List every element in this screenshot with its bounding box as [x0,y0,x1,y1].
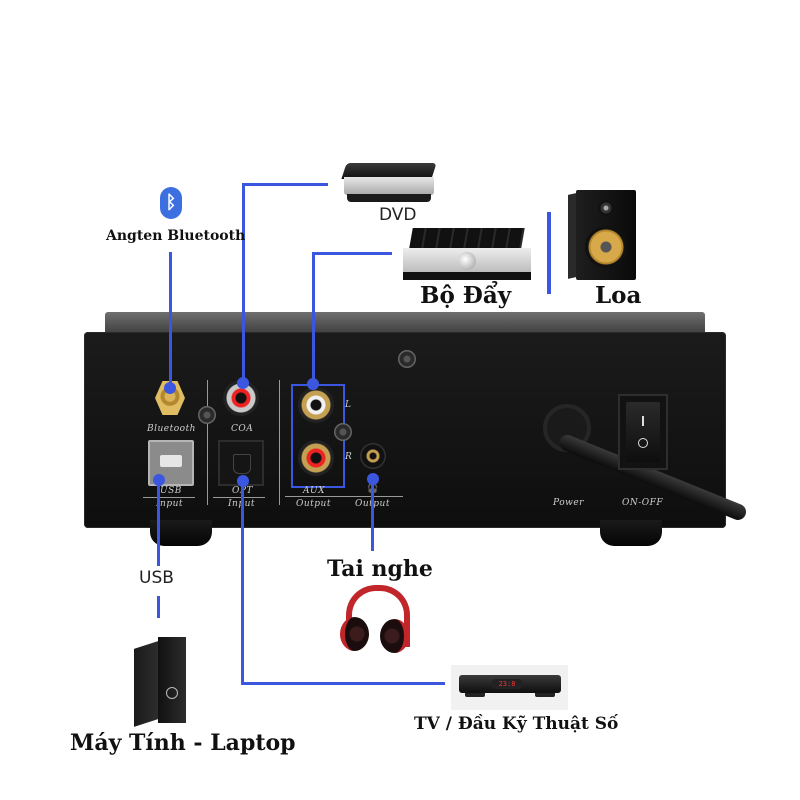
wire-dvd-v [242,183,245,383]
panel-screw [198,406,216,424]
foot-right [600,520,662,546]
power-switch[interactable] [618,394,668,470]
headphones-label: Tai nghe [327,556,433,582]
dvd-player-image [341,163,437,205]
wire-bluetooth [169,252,172,388]
amplifier-label: Bộ Đẩy [420,282,512,309]
wire-usb-lower [157,596,160,618]
aux-label: AUX [303,486,325,496]
foot-left [150,520,212,546]
left-channel-label: L [345,400,352,410]
usb-label: USB [160,486,182,496]
panel-underline [143,497,195,498]
rocker[interactable] [626,402,660,462]
wire-headphone [371,479,374,551]
aux-output-label: Output [296,499,331,509]
panel-underline [213,497,265,498]
bluetooth-icon: ᛒ [160,187,182,219]
panel-screw [334,423,352,441]
aux-left-jack[interactable] [298,387,334,423]
wire-opt-v [241,481,244,685]
wire-amp-h [312,252,392,255]
top-screw [398,350,416,368]
tv-receiver-image: 23:8 [451,665,568,710]
dvd-label: DVD [379,205,417,225]
bluetooth-panel-label: Bluetooth [147,424,196,434]
on-off-label: ON-OFF [622,498,664,508]
switch-on-mark [642,416,644,426]
wire-usb-upper [157,480,160,566]
headphones-image [336,585,412,655]
tv-receiver-label: TV / Đầu Kỹ Thuật Số [414,714,619,734]
wire-endpoint [237,377,249,389]
wire-endpoint [164,382,176,394]
switch-off-mark [638,438,648,448]
right-channel-label: R [345,452,353,462]
panel-underline [285,496,403,497]
wire-endpoint [307,378,319,390]
speaker-label: Loa [595,282,642,309]
panel-divider [207,380,208,505]
headphone-output-jack[interactable] [360,443,386,469]
bluetooth-antenna-label: Angten Bluetooth [106,228,246,244]
usb-input-label: Input [156,499,184,509]
wire-dvd-h [242,183,328,186]
amplifier-image [403,228,531,280]
panel-divider [279,380,280,505]
computer-image [134,637,190,727]
power-label: Power [553,498,584,508]
coaxial-panel-label: COA [231,424,254,434]
wire-amp-v [312,252,315,384]
aux-right-jack[interactable] [298,440,334,476]
amp-speaker-link [547,212,551,294]
wire-opt-h [241,682,445,685]
receiver-display: 23:8 [491,679,523,689]
speaker-image [568,190,636,280]
usb-link-label: USB [139,568,174,588]
computer-label: Máy Tính - Laptop [70,730,296,756]
